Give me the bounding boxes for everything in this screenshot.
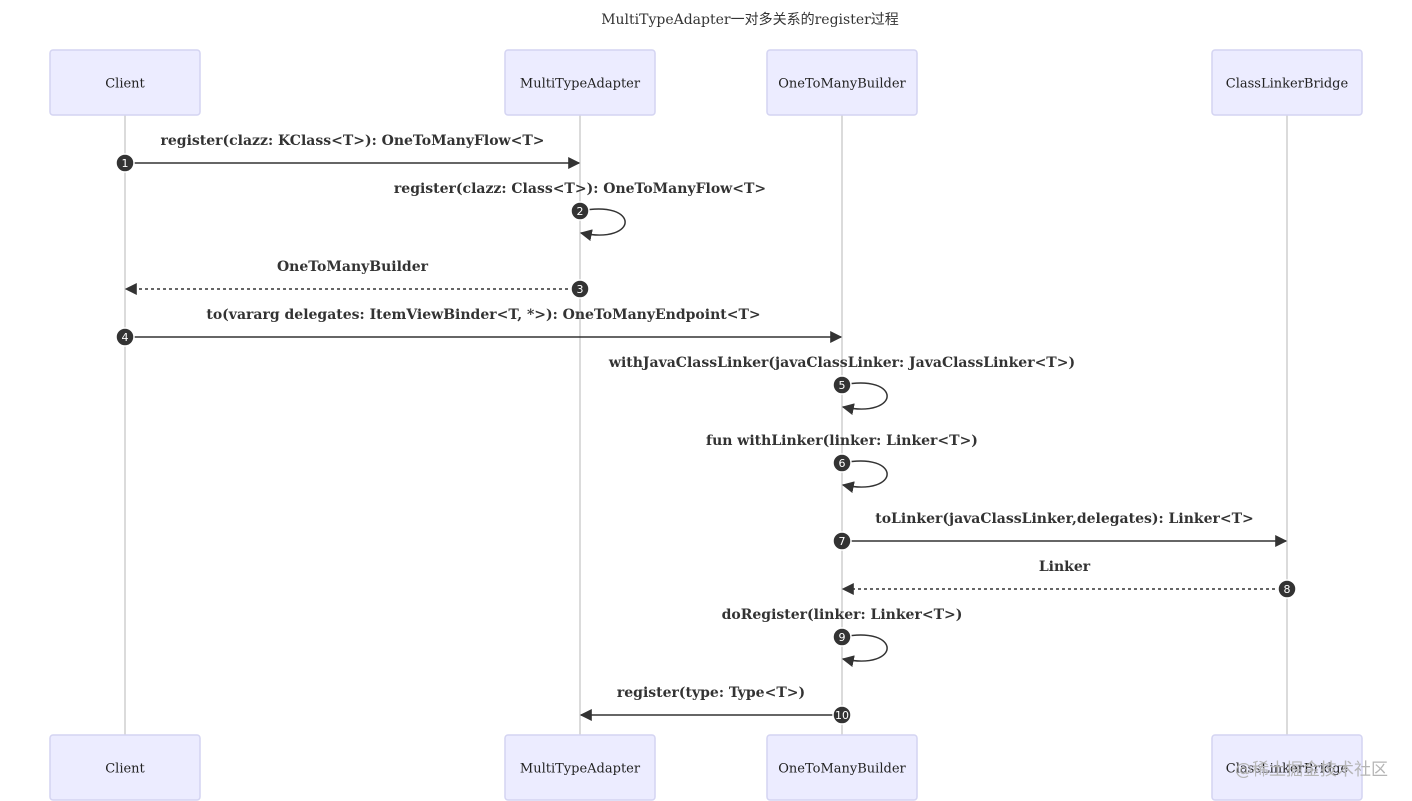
message-arrow xyxy=(841,382,888,416)
sequence-number-badge xyxy=(1277,579,1297,599)
sequence-number-text: 7 xyxy=(839,535,846,548)
sequence-number-badge xyxy=(570,201,590,221)
participant-label: Client xyxy=(105,762,145,777)
sequence-number: 6 xyxy=(832,453,852,473)
message-label: OneToManyBuilder xyxy=(277,259,429,275)
participant-label: MultiTypeAdapter xyxy=(520,77,641,92)
message-arrow xyxy=(841,634,888,668)
watermark: @稀土掘金技术社区 xyxy=(1235,760,1388,780)
participant-label: OneToManyBuilder xyxy=(778,762,906,777)
participant-label: ClassLinkerBridge xyxy=(1226,762,1349,777)
participant-client-bottom: Client xyxy=(49,734,201,801)
sequence-number-badge xyxy=(832,453,852,473)
sequence-number-text: 3 xyxy=(577,283,584,296)
message-label: Linker xyxy=(1039,559,1091,575)
participant-builder-top: OneToManyBuilder xyxy=(766,49,918,116)
sequence-number-badge xyxy=(832,705,852,725)
message-label: withJavaClassLinker(javaClassLinker: Jav… xyxy=(608,355,1075,371)
message-10: register(type: Type<T>) 10 xyxy=(579,685,852,725)
participant-box xyxy=(766,734,918,801)
participants-top: Client MultiTypeAdapter OneToManyBuilder Cl… xyxy=(49,49,1363,116)
message-label: register(clazz: Class<T>): OneToManyFlow… xyxy=(394,181,766,197)
sequence-number-text: 6 xyxy=(839,457,846,470)
sequence-number-badge xyxy=(832,627,852,647)
sequence-number-text: 2 xyxy=(577,205,584,218)
participant-box xyxy=(49,734,201,801)
participant-box xyxy=(1211,49,1363,116)
participant-label: MultiTypeAdapter xyxy=(520,762,641,777)
sequence-number-badge xyxy=(832,375,852,395)
sequence-number: 1 xyxy=(115,153,135,173)
message-label: toLinker(javaClassLinker,delegates): Lin… xyxy=(875,511,1253,527)
participant-box xyxy=(766,49,918,116)
lifelines xyxy=(124,115,1288,735)
sequence-number-text: 10 xyxy=(835,709,849,722)
message-3: OneToManyBuilder 3 xyxy=(124,259,590,299)
sequence-number-badge xyxy=(832,531,852,551)
message-arrow xyxy=(579,208,626,242)
participant-box xyxy=(504,49,656,116)
participant-client-top: Client xyxy=(49,49,201,116)
message-label: to(vararg delegates: ItemViewBinder<T, *… xyxy=(206,307,760,323)
sequence-number-text: 1 xyxy=(122,157,129,170)
sequence-number: 5 xyxy=(832,375,852,395)
sequence-number: 3 xyxy=(570,279,590,299)
sequence-number: 7 xyxy=(832,531,852,551)
diagram-title: MultiTypeAdapter一对多关系的register过程 xyxy=(601,11,899,28)
participant-adapter-top: MultiTypeAdapter xyxy=(504,49,656,116)
participant-box xyxy=(504,734,656,801)
message-7: toLinker(javaClassLinker,delegates): Lin… xyxy=(832,511,1288,551)
messages: register(clazz: KClass<T>): OneToManyFlo… xyxy=(115,133,1297,725)
sequence-number: 2 xyxy=(570,201,590,221)
sequence-number-text: 4 xyxy=(122,331,129,344)
sequence-number-badge xyxy=(570,279,590,299)
message-label: register(type: Type<T>) xyxy=(617,685,805,701)
message-5: withJavaClassLinker(javaClassLinker: Jav… xyxy=(608,355,1075,416)
participant-label: Client xyxy=(105,77,145,92)
participant-box xyxy=(1211,734,1363,801)
participants-bottom: Client MultiTypeAdapter OneToManyBuilder Cl… xyxy=(49,734,1363,801)
sequence-number: 4 xyxy=(115,327,135,347)
participant-bridge-top: ClassLinkerBridge xyxy=(1211,49,1363,116)
participant-adapter-bottom: MultiTypeAdapter xyxy=(504,734,656,801)
sequence-number: 10 xyxy=(832,705,852,725)
message-8: Linker 8 xyxy=(841,559,1297,599)
sequence-number-badge xyxy=(115,327,135,347)
message-label: fun withLinker(linker: Linker<T>) xyxy=(706,433,978,449)
sequence-number-text: 9 xyxy=(839,631,846,644)
participant-bridge-bottom: ClassLinkerBridge xyxy=(1211,734,1363,801)
sequence-number: 8 xyxy=(1277,579,1297,599)
message-2: register(clazz: Class<T>): OneToManyFlow… xyxy=(394,181,766,242)
participant-label: OneToManyBuilder xyxy=(778,77,906,92)
sequence-number: 9 xyxy=(832,627,852,647)
sequence-number-text: 5 xyxy=(839,379,846,392)
participant-box xyxy=(49,49,201,116)
message-label: register(clazz: KClass<T>): OneToManyFlo… xyxy=(161,133,545,149)
message-6: fun withLinker(linker: Linker<T>) 6 xyxy=(706,433,978,494)
message-1: register(clazz: KClass<T>): OneToManyFlo… xyxy=(115,133,581,173)
message-label: doRegister(linker: Linker<T>) xyxy=(722,607,963,623)
sequence-number-badge xyxy=(115,153,135,173)
sequence-number-text: 8 xyxy=(1284,583,1291,596)
message-4: to(vararg delegates: ItemViewBinder<T, *… xyxy=(115,307,843,347)
participant-label: ClassLinkerBridge xyxy=(1226,77,1349,92)
message-arrow xyxy=(841,460,888,494)
participant-builder-bottom: OneToManyBuilder xyxy=(766,734,918,801)
message-9: doRegister(linker: Linker<T>) 9 xyxy=(722,607,963,668)
